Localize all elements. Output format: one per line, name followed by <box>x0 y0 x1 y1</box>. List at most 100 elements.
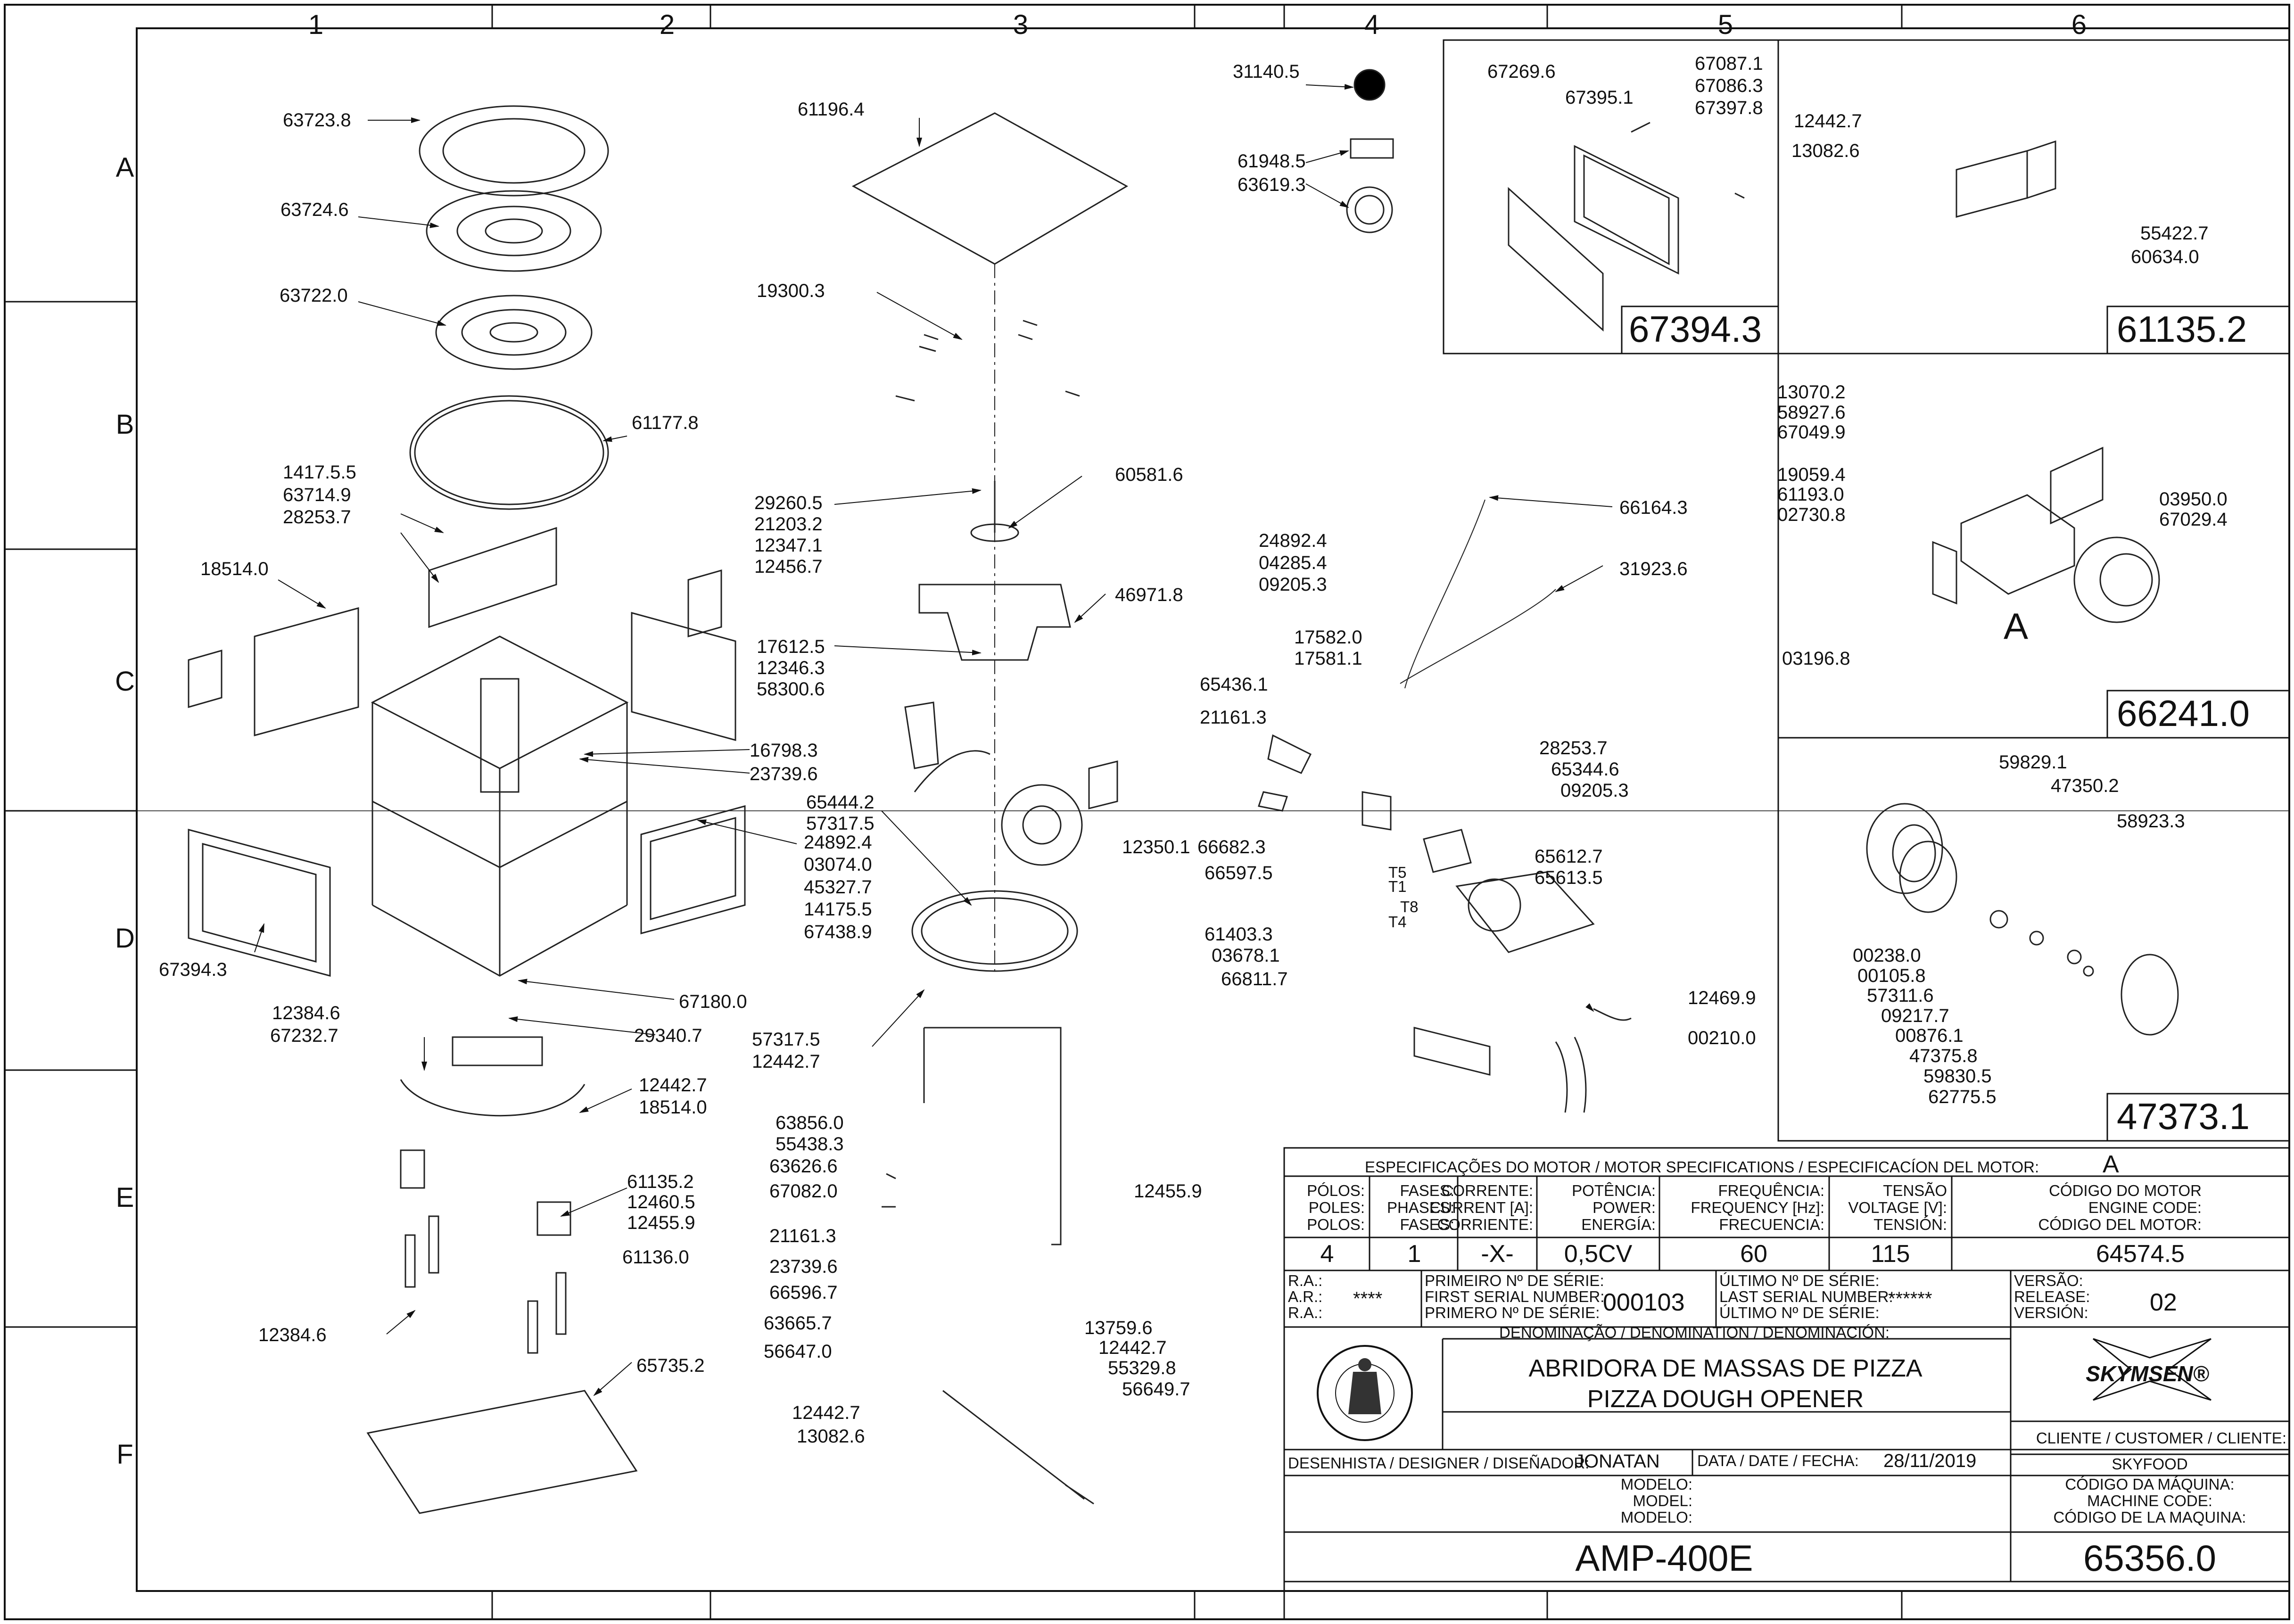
first-serial-label: PRIMERO Nº DE SÉRIE: <box>1425 1304 1600 1321</box>
detail-box-pulley: 47373.1 <box>1777 737 2290 1142</box>
first-serial-value: 000103 <box>1603 1289 1685 1316</box>
row-label: A <box>116 152 134 183</box>
part-callout: 61135.2 <box>627 1171 694 1192</box>
part-callout: 65436.1 <box>1200 674 1268 695</box>
part-callout: 02730.8 <box>1777 504 1846 525</box>
part-callout: 17612.5 <box>757 636 825 657</box>
last-serial-label: ÚLTIMO Nº DE SÉRIE: <box>1719 1304 1880 1321</box>
part-callout: 12442.7 <box>752 1051 820 1072</box>
part-callout: 00238.0 <box>1853 945 1921 966</box>
part-callout: 63724.6 <box>281 199 349 220</box>
version-label: RELEASE: <box>2014 1288 2090 1305</box>
wire-label: T4 <box>1388 913 1407 931</box>
part-callout: 12346.3 <box>757 658 825 678</box>
grid-row-labels: A B C D E F <box>115 152 135 1470</box>
part-callout: 13759.6 <box>1084 1318 1153 1338</box>
row-label: D <box>115 923 135 954</box>
row-label: E <box>116 1182 134 1213</box>
designer-value: JONATAN <box>1575 1451 1660 1472</box>
client-value: SKYFOOD <box>2112 1455 2187 1473</box>
callout-leaders <box>254 84 1613 1396</box>
wire-label: T5 <box>1388 864 1407 881</box>
part-callout: 04285.4 <box>1259 552 1327 573</box>
frequency-header: FREQUENCY [Hz]: <box>1691 1199 1824 1216</box>
part-callout: 62775.5 <box>1928 1087 1997 1107</box>
model-label: MODEL: <box>1633 1492 1692 1509</box>
denomination-pt: ABRIDORA DE MASSAS DE PIZZA <box>1528 1355 1922 1382</box>
motor-letter: A <box>2103 1151 2119 1178</box>
part-callout: 60581.6 <box>1115 464 1183 485</box>
part-callout: 67082.0 <box>769 1181 838 1202</box>
denomination-header: DENOMINAÇÃO / DENOMINATION / DENOMINACIÓ… <box>1499 1324 1890 1341</box>
designer-label: DESENHISTA / DESIGNER / DISEÑADOR: <box>1288 1454 1589 1472</box>
part-callout: 12350.1 <box>1122 837 1190 857</box>
part-callout: 12456.7 <box>754 556 823 577</box>
part-callout: 12469.9 <box>1688 988 1756 1008</box>
part-callout: 61948.5 <box>1238 151 1306 172</box>
power-header: ENERGÍA: <box>1581 1216 1656 1233</box>
current-header: CORRENTE: <box>1442 1182 1533 1199</box>
part-callout: 45327.7 <box>804 877 872 898</box>
last-serial-label: ÚLTIMO Nº DE SÉRIE: <box>1719 1272 1880 1289</box>
part-callout: 47375.8 <box>1909 1046 1978 1066</box>
part-callout: 03196.8 <box>1782 648 1850 669</box>
part-callout: 12384.6 <box>258 1325 327 1345</box>
part-callout: 66597.5 <box>1205 863 1273 883</box>
date-value: 28/11/2019 <box>1883 1451 1976 1471</box>
version-label: VERSÃO: <box>2014 1272 2083 1289</box>
part-callout: 66811.7 <box>1221 969 1288 989</box>
part-callout: 12442.7 <box>1098 1337 1167 1358</box>
column-label: 1 <box>308 9 323 40</box>
part-callout: 17582.0 <box>1294 627 1362 648</box>
part-callout: 65612.7 <box>1535 846 1603 867</box>
column-label: 4 <box>1364 9 1379 40</box>
ra-label: R.A.: <box>1288 1304 1322 1321</box>
part-callout: 23739.6 <box>769 1256 838 1277</box>
ra-label: R.A.: <box>1288 1272 1322 1289</box>
part-callout: 12442.7 <box>792 1402 860 1423</box>
date-label: DATA / DATE / FECHA: <box>1697 1452 1859 1469</box>
part-callout: 55329.8 <box>1108 1358 1176 1378</box>
part-callout: 13082.6 <box>1791 140 1860 161</box>
motor-specs-header: ESPECIFICAÇÕES DO MOTOR / MOTOR SPECIFIC… <box>1365 1158 2039 1176</box>
part-callout: 18514.0 <box>200 559 269 579</box>
part-callout: 61193.0 <box>1777 484 1844 505</box>
machine-code-label: CÓDIGO DA MÁQUINA: <box>2065 1476 2234 1493</box>
model-value: AMP-400E <box>1575 1537 1753 1579</box>
column-label: 6 <box>2071 9 2087 40</box>
power-value: 0,5CV <box>1564 1240 1633 1268</box>
part-callout: 57311.6 <box>1867 985 1934 1006</box>
voltage-header: VOLTAGE [V]: <box>1848 1199 1947 1216</box>
part-callout: 24892.4 <box>804 832 872 853</box>
part-callout: 03074.0 <box>804 854 872 875</box>
part-callout: 19059.4 <box>1777 464 1846 485</box>
row-label: C <box>115 666 135 697</box>
detail-box-bracket: 61135.2 <box>1777 39 2290 354</box>
part-callout: 66682.3 <box>1197 837 1266 857</box>
part-callout: 13082.6 <box>797 1426 865 1447</box>
phases-header: PHASES: <box>1387 1199 1454 1216</box>
current-header: CURRENT [A]: <box>1430 1199 1533 1216</box>
part-callout: 12347.1 <box>754 535 823 556</box>
part-callout: 65735.2 <box>636 1355 705 1376</box>
row-label: B <box>116 409 134 440</box>
frequency-value: 60 <box>1740 1240 1767 1268</box>
power-header: POWER: <box>1593 1199 1656 1216</box>
phases-header: FASES: <box>1400 1216 1454 1233</box>
part-callout: 28253.7 <box>283 507 351 528</box>
part-callout: 63723.8 <box>283 110 351 131</box>
part-callout: 67232.7 <box>270 1025 338 1046</box>
part-callout: 24892.4 <box>1259 530 1327 551</box>
motor-reference-letter: A <box>2004 605 2028 647</box>
main-assembly-drawing <box>188 105 746 1514</box>
poles-header: POLOS: <box>1307 1216 1365 1233</box>
poles-header: POLES: <box>1309 1199 1365 1216</box>
first-serial-label: FIRST SERIAL NUMBER: <box>1425 1288 1604 1305</box>
detail-box-number: 61135.2 <box>2117 308 2247 350</box>
part-callout: 67438.9 <box>804 922 872 942</box>
part-callout: 57317.5 <box>752 1029 820 1050</box>
column-label: 3 <box>1013 9 1028 40</box>
voltage-value: 115 <box>1871 1240 1910 1268</box>
brand-logo-text: SKYMSEN® <box>2086 1361 2209 1386</box>
column-label: 2 <box>660 9 675 40</box>
